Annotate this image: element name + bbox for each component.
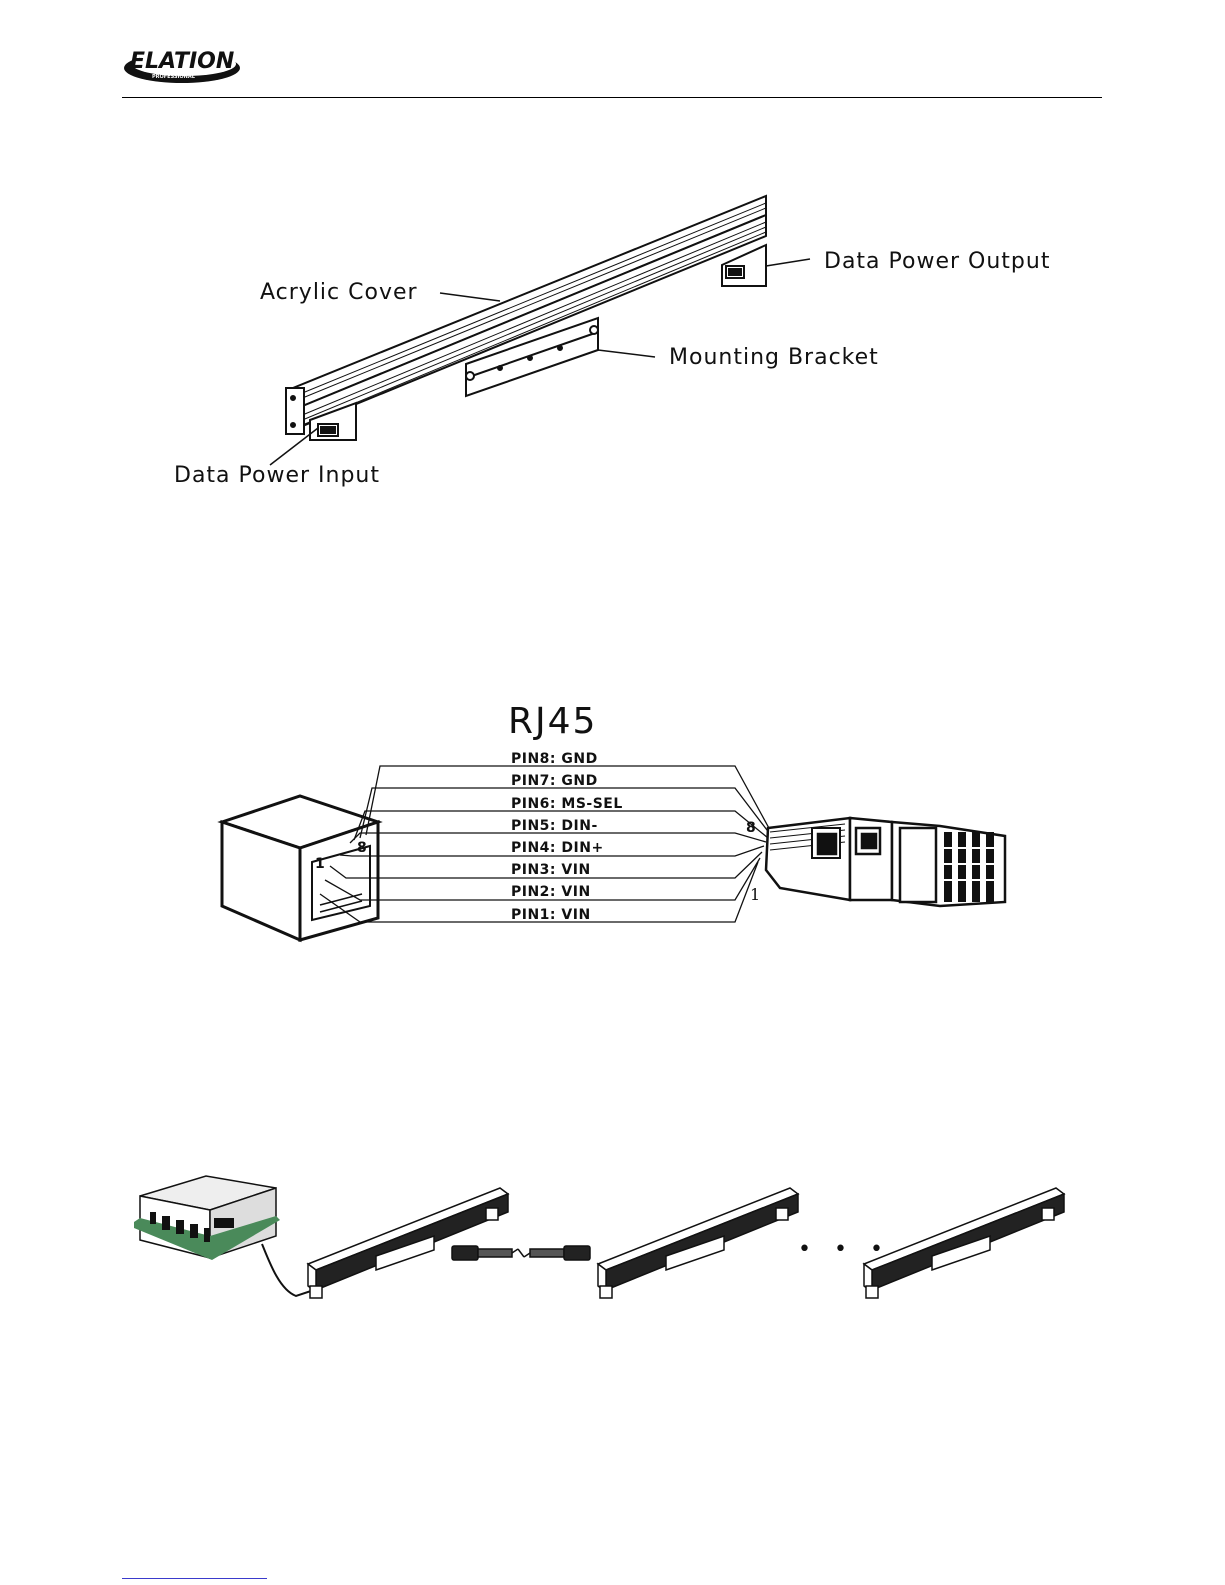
chain-bar-1 [308, 1188, 508, 1298]
chain-bar-2 [598, 1188, 798, 1298]
controller-box [134, 1176, 320, 1296]
extension-cable [452, 1246, 590, 1260]
daisy-chain-diagram: • • • [0, 0, 1225, 1320]
footer-link-underline[interactable] [122, 1578, 267, 1579]
chain-bar-3 [864, 1188, 1064, 1298]
